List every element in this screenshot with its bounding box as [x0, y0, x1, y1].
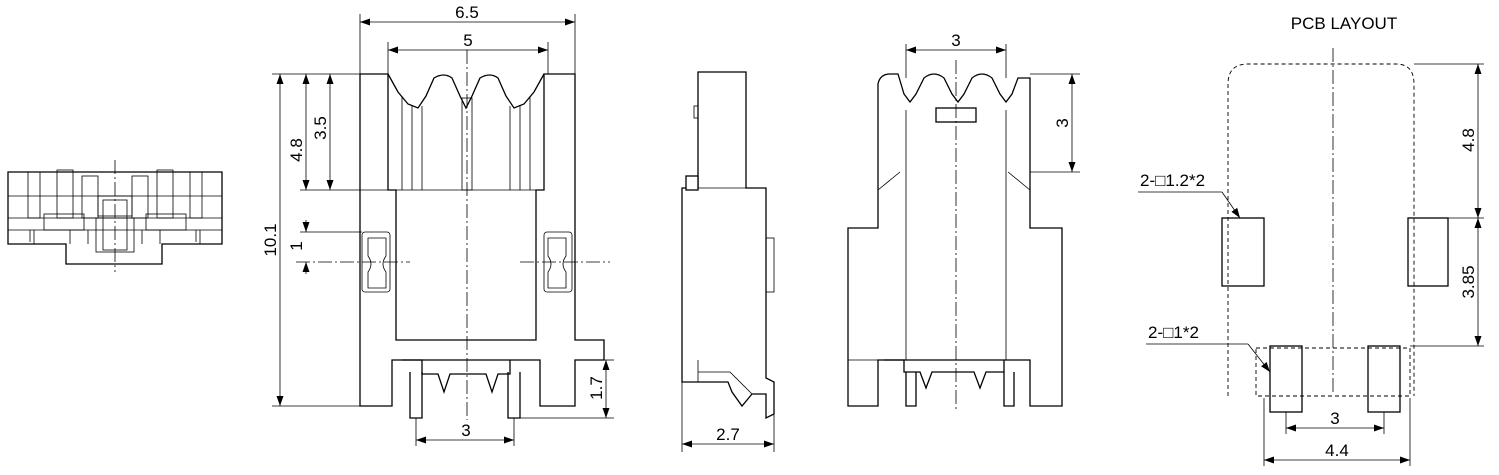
rear-dim-slot-pitch: 3 [951, 31, 960, 50]
front-view [296, 50, 610, 420]
front-view-body-outline [359, 73, 605, 407]
front-dim-total-height: 10.1 [261, 223, 280, 256]
pcb-keepout-outline [1227, 63, 1415, 396]
rear-view-pin-right [1003, 372, 1015, 407]
rear-view-outline [847, 73, 1063, 407]
rear-dim-slot-depth: 3 [1053, 118, 1072, 127]
pcb-pad-large-note: 2-□1.2*2 [1140, 171, 1205, 190]
pcb-pad-small-right [1367, 345, 1401, 413]
pcb-dim-overall-width: 4.4 [1325, 441, 1349, 460]
pcb-dim-top-height: 4.8 [1459, 128, 1478, 152]
rear-view [847, 60, 1063, 410]
front-dim-overall-width: 6.5 [455, 3, 479, 22]
front-dim-pin-pitch: 3 [461, 421, 470, 440]
side-view [681, 71, 775, 420]
front-view-pin-right [507, 372, 521, 419]
pcb-layout-dimensions [1263, 63, 1484, 466]
front-view-pin-left [409, 372, 423, 419]
front-view-dimensions [272, 14, 614, 446]
front-dim-pin-length: 1.7 [587, 376, 606, 400]
pcb-layout [1138, 48, 1449, 413]
rear-view-dimensions [905, 44, 1080, 173]
pcb-pad-large-left [1221, 217, 1265, 287]
pcb-pad-small-note: 2-□1*2 [1148, 323, 1199, 342]
front-view-top-profile [387, 73, 545, 110]
front-dim-inner-width: 5 [463, 31, 472, 50]
side-view-outline [681, 71, 775, 420]
rear-view-pin-left [905, 372, 917, 407]
side-dim-depth: 2.7 [716, 425, 740, 444]
front-dim-slot-depth: 3.5 [311, 116, 330, 140]
front-dim-upper-height: 4.8 [287, 138, 306, 162]
pcb-dim-pad-height: 3.85 [1459, 265, 1478, 298]
pcb-layout-title: PCB LAYOUT [1291, 14, 1397, 33]
side-view-dimensions [681, 382, 775, 452]
pcb-pad-large-right [1407, 217, 1449, 287]
top-view [7, 160, 223, 272]
front-dim-latch-window: 1 [287, 241, 306, 250]
pcb-pad-small-left [1269, 345, 1303, 413]
pcb-dim-pitch: 3 [1330, 409, 1339, 428]
